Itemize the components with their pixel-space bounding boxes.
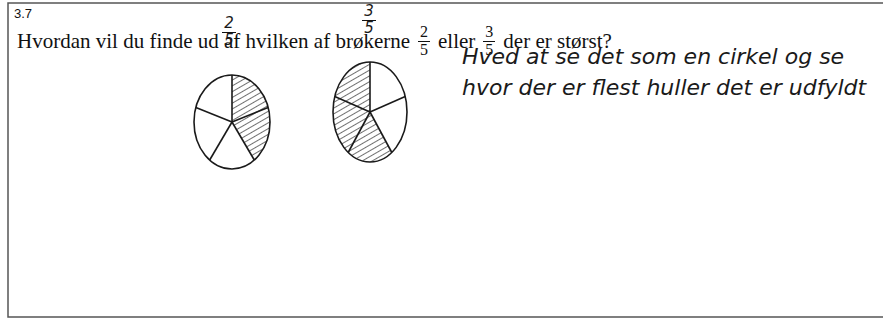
denominator: 5: [362, 21, 376, 37]
circle-two-fifths: [194, 75, 270, 169]
handwritten-fraction: 35: [362, 4, 376, 37]
numerator: 2: [222, 16, 236, 33]
numerator: 2: [418, 24, 430, 42]
fraction: 25: [418, 24, 430, 59]
handwritten-fraction: 25: [222, 16, 236, 49]
numerator: 3: [483, 24, 495, 42]
handwritten-answer: Hved at se det som en cirkel og se hvor …: [462, 42, 867, 104]
numerator: 3: [362, 4, 376, 21]
task-frame: [8, 3, 883, 317]
denominator: 5: [222, 33, 236, 49]
item-number: 3.7: [14, 6, 32, 21]
circle-three-fifths: [333, 62, 407, 162]
denominator: 5: [418, 42, 430, 59]
question-text: Hvordan vil du finde ud af hvilken af br…: [17, 29, 410, 53]
